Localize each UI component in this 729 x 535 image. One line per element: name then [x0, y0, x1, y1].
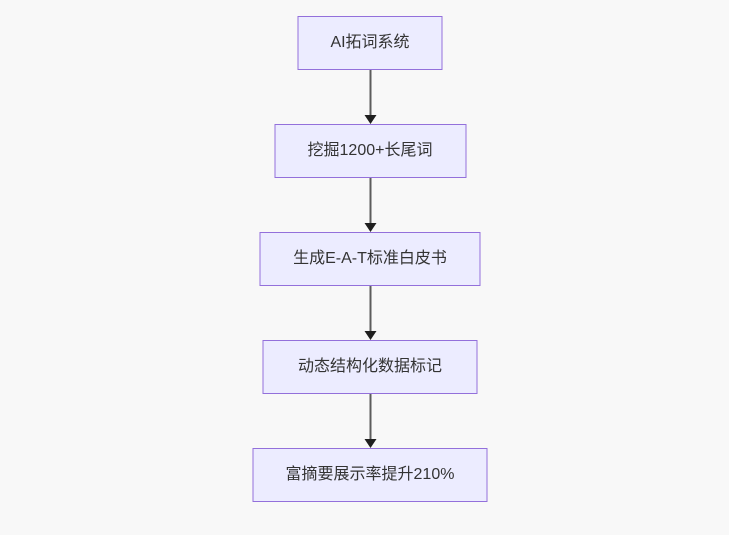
flow-node-ai-system: AI拓词系统 [297, 16, 443, 70]
flow-node-label: 动态结构化数据标记 [297, 358, 442, 375]
edge-line [369, 286, 371, 331]
flow-node-label: 富摘要展示率提升210% [285, 466, 455, 483]
flow-edge-3 [364, 286, 376, 340]
edge-line [369, 70, 371, 115]
flow-edge-1 [364, 70, 376, 124]
flow-node-longtail-keywords: 挖掘1200+长尾词 [274, 124, 466, 178]
edge-line [369, 178, 371, 223]
arrowhead-down-icon [364, 331, 376, 340]
flow-node-label: 生成E-A-T标准白皮书 [293, 250, 447, 267]
flow-node-rich-snippet-result: 富摘要展示率提升210% [252, 448, 488, 502]
flow-node-label: 挖掘1200+长尾词 [307, 142, 433, 159]
edge-line [369, 394, 371, 439]
flow-node-eat-whitepaper: 生成E-A-T标准白皮书 [259, 232, 481, 286]
flow-node-label: AI拓词系统 [330, 34, 410, 51]
arrowhead-down-icon [364, 439, 376, 448]
flowchart: AI拓词系统 挖掘1200+长尾词 生成E-A-T标准白皮书 动态结构化数据标记 [252, 16, 488, 502]
flow-edge-2 [364, 178, 376, 232]
arrowhead-down-icon [364, 115, 376, 124]
arrowhead-down-icon [364, 223, 376, 232]
flow-node-structured-data: 动态结构化数据标记 [262, 340, 478, 394]
flow-edge-4 [364, 394, 376, 448]
